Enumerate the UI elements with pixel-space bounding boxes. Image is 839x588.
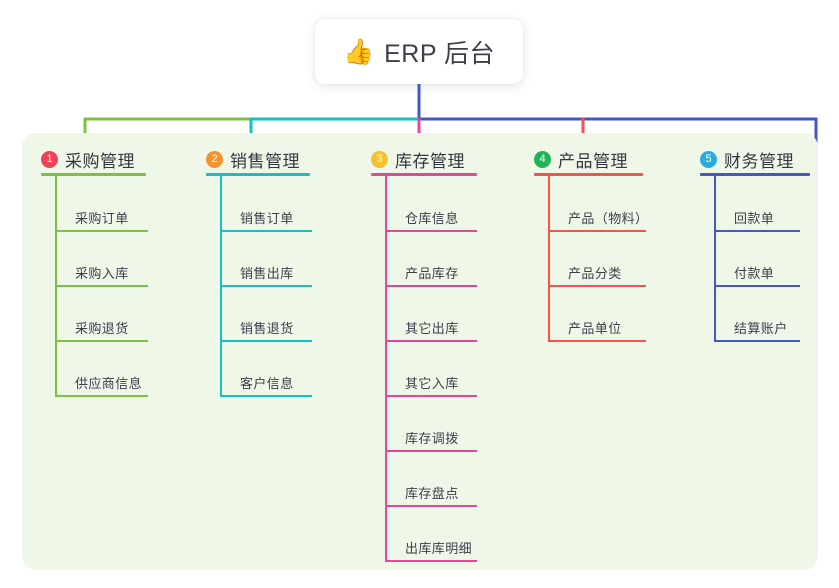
leaf-node-label: 销售出库 <box>240 266 294 281</box>
branch-badge-4: 4 <box>534 151 551 168</box>
leaf-node-underline <box>548 230 646 232</box>
leaf-node-underline <box>55 285 148 287</box>
branch-underline-2 <box>206 173 310 176</box>
leaf-node[interactable]: 其它出库 <box>385 312 477 342</box>
leaf-node-underline <box>714 230 800 232</box>
leaf-node[interactable]: 产品分类 <box>548 257 646 287</box>
leaf-node-underline <box>220 395 312 397</box>
branch-title-1: 采购管理 <box>65 152 135 171</box>
leaf-node-label: 采购退货 <box>75 321 129 336</box>
leaf-node-label: 回款单 <box>734 211 775 226</box>
leaf-node-label: 结算账户 <box>734 321 788 336</box>
leaf-node-label: 供应商信息 <box>75 376 143 391</box>
leaf-node-label: 产品（物料） <box>568 211 649 226</box>
leaf-node[interactable]: 采购订单 <box>55 202 148 232</box>
leaf-node-label: 采购入库 <box>75 266 129 281</box>
root-node-card[interactable]: 👍 ERP 后台 <box>315 19 523 84</box>
leaf-node[interactable]: 采购退货 <box>55 312 148 342</box>
branch-spine-5 <box>714 174 716 342</box>
diagram-panel <box>22 133 818 570</box>
leaf-node-label: 销售订单 <box>240 211 294 226</box>
leaf-node-label: 其它出库 <box>405 321 459 336</box>
branch-spine-3 <box>385 174 387 562</box>
leaf-node-underline <box>714 285 800 287</box>
leaf-node-label: 销售退货 <box>240 321 294 336</box>
branch-spine-4 <box>548 174 550 342</box>
leaf-node[interactable]: 出库库明细 <box>385 532 477 562</box>
branch-badge-1: 1 <box>41 151 58 168</box>
branch-header-4[interactable]: 4 产品管理 <box>534 147 628 172</box>
leaf-node[interactable]: 产品库存 <box>385 257 477 287</box>
leaf-node-label: 库存盘点 <box>405 486 459 501</box>
branch-underline-3 <box>371 173 477 176</box>
leaf-node[interactable]: 产品（物料） <box>548 202 649 232</box>
leaf-node[interactable]: 库存盘点 <box>385 477 477 507</box>
leaf-node[interactable]: 采购入库 <box>55 257 148 287</box>
branch-header-5[interactable]: 5 财务管理 <box>700 147 794 172</box>
thumbs-up-icon: 👍 <box>342 38 375 66</box>
leaf-node-label: 产品库存 <box>405 266 459 281</box>
leaf-node-underline <box>385 395 477 397</box>
leaf-node-underline <box>220 230 312 232</box>
leaf-node[interactable]: 销售出库 <box>220 257 312 287</box>
leaf-node[interactable]: 销售退货 <box>220 312 312 342</box>
leaf-node[interactable]: 结算账户 <box>714 312 800 342</box>
leaf-node-underline <box>385 340 477 342</box>
leaf-node-label: 付款单 <box>734 266 775 281</box>
leaf-node[interactable]: 库存调拨 <box>385 422 477 452</box>
leaf-node-label: 出库库明细 <box>405 541 473 556</box>
leaf-node-label: 其它入库 <box>405 376 459 391</box>
leaf-node-underline <box>385 450 477 452</box>
leaf-node-underline <box>55 395 148 397</box>
branch-badge-3: 3 <box>371 151 388 168</box>
branch-title-4: 产品管理 <box>558 152 628 171</box>
leaf-node[interactable]: 回款单 <box>714 202 800 232</box>
leaf-node-label: 库存调拨 <box>405 431 459 446</box>
leaf-node[interactable]: 付款单 <box>714 257 800 287</box>
branch-underline-5 <box>700 173 810 176</box>
leaf-node[interactable]: 销售订单 <box>220 202 312 232</box>
leaf-node-underline <box>385 505 477 507</box>
branch-title-2: 销售管理 <box>230 152 300 171</box>
branch-title-5: 财务管理 <box>724 152 794 171</box>
leaf-node-underline <box>385 230 477 232</box>
leaf-node-underline <box>548 340 646 342</box>
leaf-node-underline <box>385 560 477 562</box>
branch-underline-4 <box>534 173 643 176</box>
branch-header-2[interactable]: 2 销售管理 <box>206 147 300 172</box>
leaf-node-label: 仓库信息 <box>405 211 459 226</box>
leaf-node-underline <box>55 230 148 232</box>
branch-header-1[interactable]: 1 采购管理 <box>41 147 135 172</box>
leaf-node-underline <box>385 285 477 287</box>
leaf-node-label: 客户信息 <box>240 376 294 391</box>
leaf-node[interactable]: 供应商信息 <box>55 367 148 397</box>
leaf-node-underline <box>714 340 800 342</box>
leaf-node[interactable]: 仓库信息 <box>385 202 477 232</box>
branch-underline-1 <box>41 173 146 176</box>
leaf-node-underline <box>55 340 148 342</box>
leaf-node[interactable]: 产品单位 <box>548 312 646 342</box>
branch-title-3: 库存管理 <box>395 152 465 171</box>
branch-header-3[interactable]: 3 库存管理 <box>371 147 465 172</box>
leaf-node[interactable]: 其它入库 <box>385 367 477 397</box>
leaf-node-label: 产品单位 <box>568 321 622 336</box>
leaf-node-underline <box>220 340 312 342</box>
branch-badge-2: 2 <box>206 151 223 168</box>
leaf-node-underline <box>220 285 312 287</box>
root-node-title: ERP 后台 <box>384 39 496 68</box>
leaf-node-underline <box>548 285 646 287</box>
branch-badge-5: 5 <box>700 151 717 168</box>
leaf-node[interactable]: 客户信息 <box>220 367 312 397</box>
leaf-node-label: 产品分类 <box>568 266 622 281</box>
leaf-node-label: 采购订单 <box>75 211 129 226</box>
